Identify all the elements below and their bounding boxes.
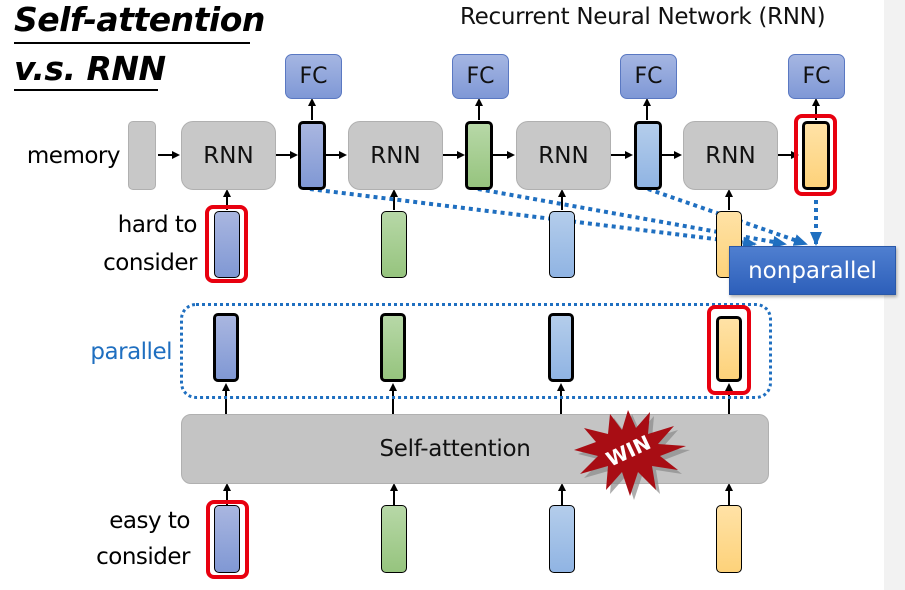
sa-output-vector-4 xyxy=(716,316,742,382)
nonparallel-badge: nonparallel xyxy=(729,246,896,295)
fc-box-4: FC xyxy=(788,54,845,99)
fc-box-2: FC xyxy=(452,54,509,99)
dotted-h1-to-nonparallel xyxy=(309,187,757,249)
rnn-input-vector-3 xyxy=(549,211,575,278)
highlight-sa-first-input xyxy=(206,500,249,579)
highlight-rnn-last-output xyxy=(794,114,837,196)
slide-title-line1: Self-attention xyxy=(14,0,265,39)
rnn-hidden-vector-1 xyxy=(298,121,326,190)
sa-output-vector-3 xyxy=(548,313,574,382)
sa-input-vector-3 xyxy=(549,505,575,573)
hard-to-label: hard to xyxy=(117,212,198,238)
title-underline-2 xyxy=(14,89,158,91)
parallel-label: parallel xyxy=(90,339,172,365)
rnn-block-1: RNN xyxy=(181,121,276,190)
self-attention-label: Self-attention xyxy=(379,436,531,462)
title-underline-1 xyxy=(14,42,250,44)
highlight-rnn-first-input xyxy=(205,205,248,283)
rnn-hidden-vector-3 xyxy=(634,121,662,190)
sa-output-vector-1 xyxy=(213,313,239,382)
rnn-subtitle: Recurrent Neural Network (RNN) xyxy=(460,4,826,30)
rnn-input-vector-2 xyxy=(381,211,407,278)
parallel-dotted-box xyxy=(180,303,772,399)
fc-box-1: FC xyxy=(285,54,342,99)
rnn-hidden-vector-2 xyxy=(465,121,493,190)
sa-input-vector-4 xyxy=(716,505,742,573)
fc-box-3: FC xyxy=(620,54,677,99)
sa-input-vector-1 xyxy=(214,505,240,573)
easy-to-label: easy to xyxy=(109,508,190,534)
highlight-sa-last-output xyxy=(707,305,751,395)
self-attention-block: Self-attention xyxy=(181,414,769,484)
slide-title-line2: v.s. RNN xyxy=(14,49,166,88)
slide-edge xyxy=(884,0,905,590)
rnn-block-2: RNN xyxy=(348,121,443,190)
consider-label-bottom: consider xyxy=(96,544,190,570)
sa-output-vector-2 xyxy=(380,313,406,382)
rnn-block-4: RNN xyxy=(683,121,778,190)
sa-input-vector-2 xyxy=(381,505,407,573)
rnn-input-vector-1 xyxy=(214,211,240,278)
rnn-hidden-vector-4 xyxy=(802,121,830,190)
memory-cell xyxy=(128,121,156,190)
consider-label-top: consider xyxy=(103,250,197,276)
memory-label: memory xyxy=(26,143,121,169)
rnn-block-3: RNN xyxy=(516,121,611,190)
